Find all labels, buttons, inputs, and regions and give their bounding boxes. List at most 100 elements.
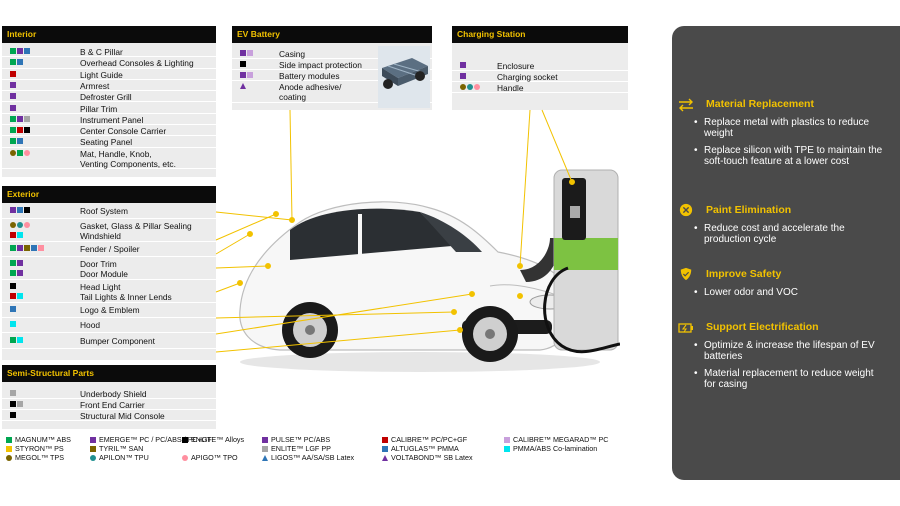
legend-entry: EMERGE™ PC / PC/ABS / PC+GF — [90, 435, 212, 444]
legend-marker — [262, 437, 268, 444]
part-label: coating — [279, 92, 307, 102]
legend-label: VOLTABOND™ SB Latex — [391, 453, 473, 462]
legend-entry: ENLITE™ LGF PP — [262, 444, 331, 453]
material-swatch — [38, 245, 44, 251]
legend-label: MAGNUM™ ABS — [15, 435, 71, 444]
swatch-group — [10, 293, 23, 299]
material-dot — [17, 222, 23, 228]
swatch-group — [10, 401, 23, 407]
part-label: B & C Pillar — [80, 47, 123, 57]
swatch-group — [10, 70, 16, 77]
swatch-group — [10, 337, 23, 343]
part-label: Venting Components, etc. — [80, 158, 176, 169]
part-row: Casing — [232, 48, 432, 59]
material-dot — [24, 149, 30, 156]
material-swatch — [17, 245, 23, 251]
part-label: Battery modules — [279, 71, 340, 81]
material-dot — [10, 149, 16, 156]
part-label: Logo & Emblem — [80, 305, 140, 315]
part-label: Hood — [80, 320, 101, 330]
swatch-group — [10, 245, 44, 251]
charging-station-title: Charging Station — [452, 26, 628, 43]
swatch-group — [10, 59, 23, 66]
material-swatch — [24, 115, 30, 122]
part-label: Handle — [497, 83, 524, 93]
legend-marker — [6, 446, 12, 453]
part-row: Structural Mid Console — [2, 410, 216, 421]
material-swatch — [10, 321, 16, 327]
material-swatch — [24, 207, 30, 213]
material-swatch — [10, 115, 16, 122]
part-label: Door Trim — [80, 259, 117, 269]
swatch-group — [10, 104, 16, 111]
material-swatch — [10, 283, 16, 289]
swatch-group — [10, 222, 30, 228]
legend-entry: TYRIL™ SAN — [90, 444, 143, 453]
material-swatch — [10, 412, 16, 418]
swatch-group — [10, 48, 30, 54]
legend-entry: ALTUGLAS™ PMMA — [382, 444, 459, 453]
material-swatch — [17, 401, 23, 407]
part-label: Head Light — [80, 282, 121, 292]
battery-pack-image — [378, 46, 430, 108]
material-swatch — [460, 73, 466, 79]
legend-marker — [90, 446, 96, 453]
benefit-bullet: Replace silicon with TPE to maintain the… — [694, 145, 884, 167]
material-swatch — [17, 115, 23, 122]
material-swatch — [17, 337, 23, 343]
part-row: Front End Carrier — [2, 399, 216, 410]
part-row: Hood — [2, 319, 216, 333]
swatch-group — [10, 93, 16, 100]
material-swatch — [17, 207, 23, 213]
material-swatch — [10, 390, 16, 396]
part-row: Seating Panel — [2, 136, 216, 148]
part-label: Tail Lights & Inner Lends — [80, 292, 172, 302]
swatch-group — [240, 72, 253, 78]
legend-label: EMERGE™ PC / PC/ABS / PC+GF — [99, 435, 212, 444]
material-swatch — [10, 401, 16, 407]
part-label: Bumper Component — [80, 336, 155, 346]
part-row: Pillar Trim — [2, 103, 216, 114]
legend-marker — [182, 455, 188, 462]
legend-entry: APILON™ TPU — [90, 453, 149, 462]
legend-entry: PULSE™ PC/ABS — [262, 435, 330, 444]
material-swatch — [10, 293, 16, 299]
part-label: Pillar Trim — [80, 103, 118, 114]
material-swatch — [10, 81, 16, 88]
interior-title: Interior — [2, 26, 216, 43]
material-swatch — [17, 48, 23, 54]
part-label: Anode adhesive/ — [279, 82, 342, 92]
part-row: Bumper Component — [2, 335, 216, 349]
part-row: Charging socket — [452, 71, 628, 82]
swatch-group — [10, 149, 30, 156]
legend-entry: CALIBRE™ MEGARAD™ PC — [504, 435, 608, 444]
part-row: Roof System — [2, 205, 216, 219]
part-row: Handle — [452, 82, 628, 93]
part-row: Underbody Shield — [2, 388, 216, 399]
part-row: Light Guide — [2, 69, 216, 80]
legend-entry: ENLITE™ Alloys — [182, 435, 244, 444]
material-swatch — [10, 337, 16, 343]
material-swatch — [17, 59, 23, 66]
material-dot — [10, 222, 16, 228]
part-label: Mat, Handle, Knob, — [80, 148, 152, 159]
legend-label: ALTUGLAS™ PMMA — [391, 444, 459, 453]
benefit-bullet: Lower odor and VOC — [694, 287, 884, 298]
swatch-group — [10, 260, 23, 266]
material-swatch — [10, 48, 16, 54]
legend-label: LIGOS™ AA/SA/SB Latex — [271, 453, 355, 462]
legend-entry: VOLTABOND™ SB Latex — [382, 453, 473, 462]
swatch-group — [10, 283, 16, 289]
material-swatch — [10, 207, 16, 213]
swatch-group — [460, 73, 466, 79]
swatch-group — [240, 83, 246, 89]
material-swatch — [460, 62, 466, 68]
part-label: Roof System — [80, 206, 128, 216]
legend-label: ENLITE™ LGF PP — [271, 444, 331, 453]
charging-station-illustration — [540, 168, 621, 368]
part-label: Overhead Consoles & Lighting — [80, 58, 194, 69]
material-dot — [460, 84, 466, 90]
